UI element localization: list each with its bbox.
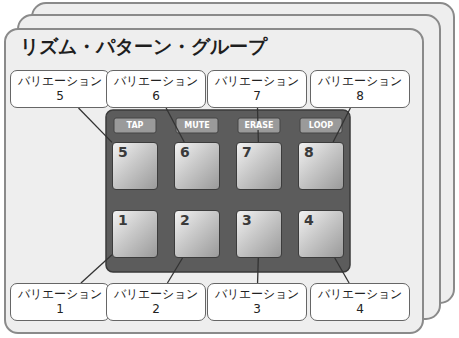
callout-text: バリエーション 7 (215, 74, 299, 104)
variation-callout: バリエーション 1 (10, 283, 110, 321)
variation-callout: バリエーション 4 (310, 283, 410, 321)
pad-button: 5 (112, 142, 158, 190)
button-label: ERASE (242, 121, 275, 131)
function-button (114, 118, 156, 133)
group-title: リズム・パターン・グループ (20, 34, 267, 60)
function-button (238, 118, 280, 133)
button-label: MUTE (182, 121, 211, 131)
leader-line (167, 258, 182, 283)
leader-line (335, 258, 349, 283)
callout-text: バリエーション 2 (114, 287, 198, 317)
pad-number: 8 (304, 145, 338, 160)
callout-text: バリエーション 8 (318, 74, 402, 104)
pad-number: 7 (242, 145, 276, 160)
pad-button: 8 (298, 142, 344, 190)
leader-line (79, 108, 112, 142)
variation-callout: バリエーション 5 (10, 70, 110, 108)
variation-callout: バリエーション 7 (207, 70, 307, 108)
pad-button: 6 (174, 142, 220, 190)
variation-callout: バリエーション 6 (106, 70, 206, 108)
pad-button: 4 (298, 210, 344, 258)
pad-number: 3 (242, 213, 276, 228)
pad-button: 3 (236, 210, 282, 258)
pad-button: 7 (236, 142, 282, 190)
leader-line (81, 255, 112, 283)
callout-text: バリエーション 6 (114, 74, 198, 104)
variation-callout: バリエーション 3 (207, 283, 307, 321)
pad-button: 2 (174, 210, 220, 258)
pad-number: 6 (180, 145, 214, 160)
pad-number: 4 (304, 213, 338, 228)
pad-number: 1 (118, 213, 152, 228)
group-panel: リズム・パターン・グループバリエーション 5 バリエーション 6 バリエーション 7… (4, 28, 424, 334)
leader-line (257, 108, 259, 142)
pad-area (106, 110, 350, 272)
leader-line (333, 108, 350, 142)
pad-button: 1 (112, 210, 158, 258)
pad-number: 5 (118, 145, 152, 160)
callout-text: バリエーション 4 (318, 287, 402, 317)
leader-line (257, 258, 259, 283)
variation-callout: バリエーション 8 (310, 70, 410, 108)
callout-text: バリエーション 1 (18, 287, 102, 317)
variation-callout: バリエーション 2 (106, 283, 206, 321)
leader-line (166, 108, 184, 142)
function-button (176, 118, 218, 133)
callout-text: バリエーション 3 (215, 287, 299, 317)
button-label: LOOP (307, 121, 335, 131)
pad-number: 2 (180, 213, 214, 228)
callout-text: バリエーション 5 (18, 74, 102, 104)
function-button (300, 118, 342, 133)
button-label: TAP (125, 121, 146, 131)
